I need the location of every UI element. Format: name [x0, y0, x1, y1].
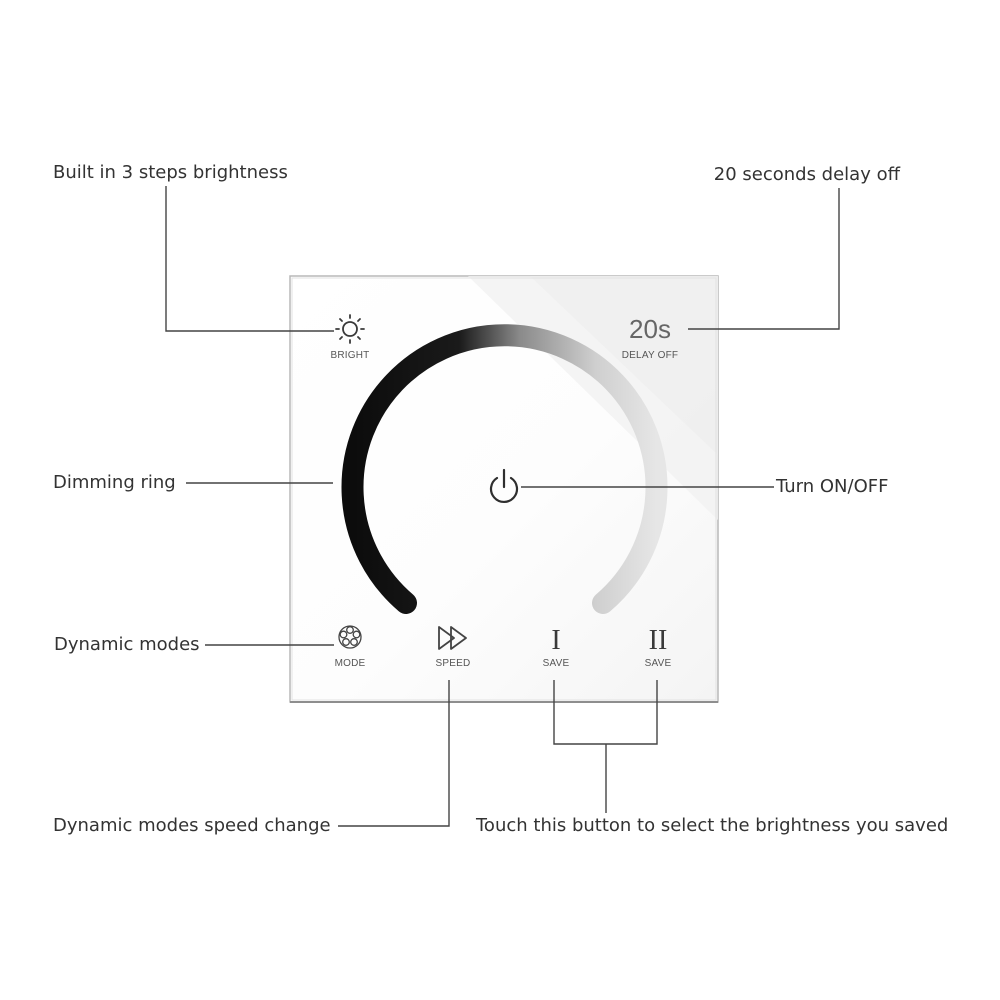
leader-delay [688, 188, 840, 330]
save-1-label: SAVE [543, 658, 570, 669]
callout-delay: 20 seconds delay off [713, 164, 900, 185]
callout-brightness: Built in 3 steps brightness [53, 162, 288, 183]
power-icon[interactable] [489, 468, 519, 503]
mode-wheel-icon[interactable] [338, 625, 362, 649]
sun-icon[interactable] [335, 314, 365, 344]
save-1-button[interactable]: I [551, 625, 560, 656]
save-2-label: SAVE [645, 658, 672, 669]
bright-label: BRIGHT [331, 350, 370, 361]
mode-label: MODE [335, 658, 366, 669]
leader-speed [338, 680, 450, 827]
fast-forward-icon[interactable] [438, 626, 467, 650]
callout-save: Touch this button to select the brightne… [476, 815, 949, 836]
callout-speed: Dynamic modes speed change [53, 815, 331, 836]
dimming-ring[interactable] [341, 324, 668, 614]
delay-off-value[interactable]: 20s [629, 314, 671, 344]
callout-dimming-ring: Dimming ring [53, 472, 176, 493]
leader-brightness [165, 186, 334, 332]
callout-power: Turn ON/OFF [776, 476, 889, 497]
speed-label: SPEED [436, 658, 471, 669]
leader-lines [165, 186, 840, 827]
save-2-button[interactable]: II [649, 625, 668, 656]
callout-dynamic-modes: Dynamic modes [54, 634, 200, 655]
delay-off-label: DELAY OFF [622, 350, 678, 361]
